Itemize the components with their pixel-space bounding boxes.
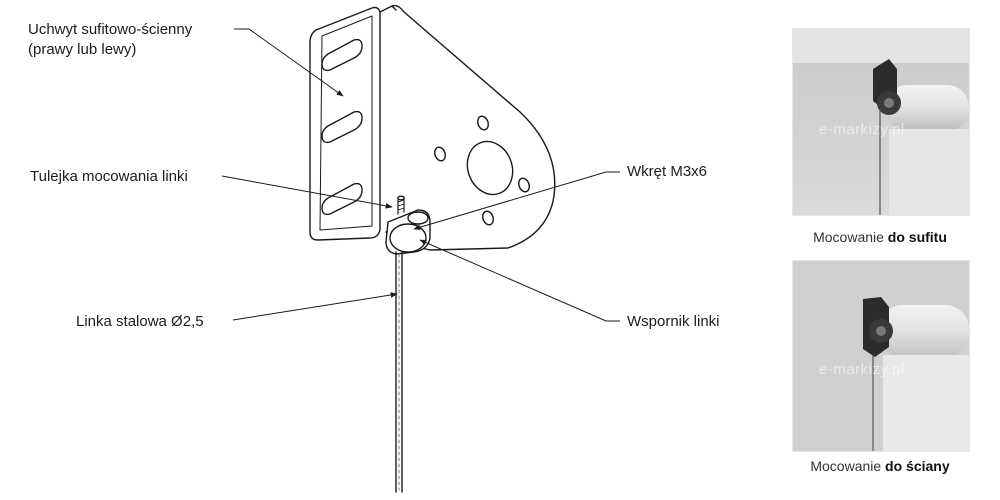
watermark: e-markizy.pl [819,121,905,138]
leader-cable [232,292,398,321]
label-bracket: Uchwyt sufitowo-ścienny [28,21,193,38]
bracket-large-hole [466,140,514,196]
caption-ceiling: Mocowanie do sufitu [813,229,947,245]
steel-cable [395,251,403,493]
bracket-back-plate [309,6,381,241]
leader-screw [413,171,620,230]
label-support: Wspornik linki [627,313,720,330]
leader-sleeve [221,175,393,209]
leader-support [419,239,620,322]
label-sleeve: Tulejka mocowania linki [30,168,188,185]
leader-bracket [234,28,344,97]
caption-wall: Mocowanie do ściany [810,458,950,474]
bracket-slot [321,38,363,72]
photo-ceiling-mount: e-markizy.pl [792,28,970,216]
label-cable: Linka stalowa Ø2,5 [76,313,204,330]
label-screw: Wkręt M3x6 [627,163,708,180]
bracket-diagram [221,4,620,493]
bracket-slot [321,182,363,216]
label-bracket-note: (prawy lub lewy) [28,41,137,58]
photo-wall-mount: e-markizy.pl [792,260,970,452]
bracket-side-plate [391,4,556,251]
watermark: e-markizy.pl [819,361,905,378]
bracket-slot [321,110,363,144]
